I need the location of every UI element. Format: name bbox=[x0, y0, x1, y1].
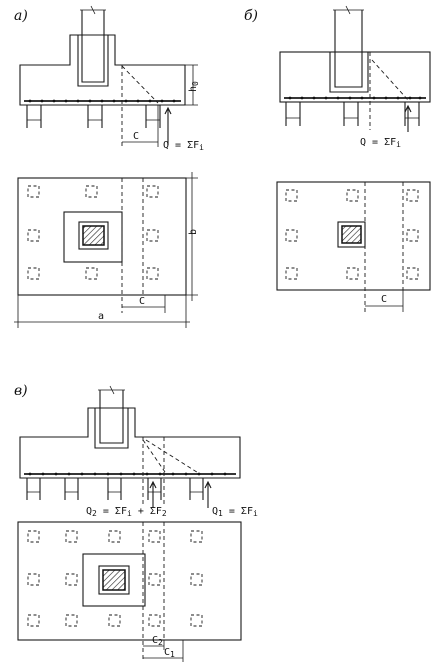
force-q1-label: Q1 = ΣFi bbox=[212, 506, 258, 518]
c-label-plan: C bbox=[381, 294, 387, 305]
panel-a-section: h0 C Q = ΣFi bbox=[19, 5, 204, 152]
force-label: Q = ΣFi bbox=[163, 140, 204, 152]
column bbox=[334, 10, 363, 88]
shear-plane-1 bbox=[145, 439, 201, 475]
c-label-plan: C bbox=[139, 296, 145, 307]
piles bbox=[285, 102, 420, 126]
column-base-plan bbox=[82, 553, 146, 607]
force-arrow-q1 bbox=[204, 480, 212, 508]
c-label-section: C bbox=[133, 131, 139, 142]
pile-cap-outline bbox=[19, 407, 241, 479]
column-break bbox=[333, 5, 364, 15]
pile-cap-outline bbox=[19, 34, 186, 106]
rebar-dots bbox=[28, 99, 176, 103]
force-arrow bbox=[164, 106, 172, 145]
panel-c: в) Q2 = ΣFi bbox=[14, 383, 258, 662]
piles bbox=[26, 105, 161, 128]
piles bbox=[26, 478, 204, 500]
panel-a-label: a) bbox=[14, 8, 28, 24]
panel-a: a) h0 C bbox=[14, 5, 204, 328]
column-hatch bbox=[102, 569, 126, 591]
pile-plan bbox=[27, 530, 203, 627]
panel-b-label: б) bbox=[244, 8, 258, 24]
column-hatch bbox=[82, 225, 105, 246]
cap-plan bbox=[276, 181, 431, 291]
column-socket bbox=[77, 35, 109, 87]
c1-label: C1 bbox=[164, 647, 175, 659]
pile-plan bbox=[285, 189, 419, 280]
b-dim bbox=[186, 172, 198, 301]
column-hatch bbox=[341, 225, 362, 244]
shear-plane bbox=[121, 65, 159, 104]
column-plan bbox=[98, 565, 130, 595]
a-dim bbox=[14, 295, 190, 328]
panel-b-plan: C bbox=[276, 181, 431, 312]
force-label: Q = ΣFi bbox=[360, 137, 401, 149]
column-socket bbox=[329, 52, 369, 93]
pile-cap-outline bbox=[279, 51, 431, 103]
h0-dim bbox=[185, 64, 198, 106]
c2-label: C2 bbox=[152, 635, 163, 647]
cap-plan bbox=[17, 177, 187, 296]
panel-b-section: Q = ΣFi bbox=[279, 5, 431, 149]
force-arrow bbox=[404, 104, 412, 132]
column bbox=[81, 10, 105, 83]
rebar-dots bbox=[28, 472, 227, 476]
h0-label: h0 bbox=[188, 81, 200, 92]
column-plan bbox=[78, 221, 109, 250]
panel-c-plan: C2 C1 bbox=[17, 521, 242, 662]
panel-c-section: Q2 = ΣFi + ΣF2 Q1 = ΣFi bbox=[19, 385, 258, 518]
panel-b: б) Q = ΣFi bbox=[244, 5, 431, 312]
a-label: a bbox=[98, 311, 104, 322]
panel-a-plan: C b a bbox=[14, 172, 199, 328]
column-socket bbox=[94, 408, 129, 449]
cap-plan bbox=[17, 521, 242, 641]
panel-c-label: в) bbox=[14, 383, 28, 399]
rebar-dots bbox=[288, 96, 422, 100]
column-break bbox=[80, 5, 106, 15]
shear-plane bbox=[371, 59, 409, 101]
force-arrow-q2 bbox=[149, 480, 157, 508]
column-break bbox=[98, 385, 125, 395]
pile-plan bbox=[27, 185, 159, 280]
column bbox=[99, 390, 124, 444]
b-label: b bbox=[188, 229, 199, 235]
force-q2-label: Q2 = ΣFi + ΣF2 bbox=[86, 506, 167, 518]
